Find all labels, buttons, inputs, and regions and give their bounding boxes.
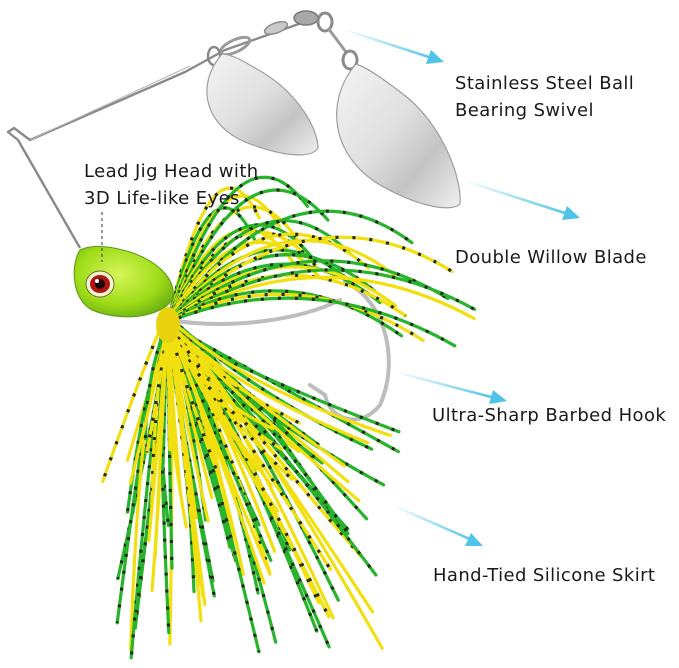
skirt-strand (166, 296, 457, 348)
skirt-strand-stripes (166, 206, 256, 323)
skirt-strand (166, 265, 398, 324)
skirt-strand-stripes (166, 262, 381, 324)
jig-head (73, 245, 174, 318)
large-willow-blade (336, 63, 461, 209)
blade-arrow (461, 178, 580, 220)
skirt-strand (166, 320, 361, 503)
skirt-strand (166, 240, 321, 324)
swivel-callout: Stainless Steel Ball Bearing Swivel (455, 70, 634, 124)
swivel-callout-line-1: Stainless Steel Ball (455, 73, 635, 94)
barbed-hook (168, 280, 391, 422)
swivel-callout-line-2: Bearing Swivel (455, 100, 594, 121)
skirt-strand-stripes (167, 273, 407, 324)
skirt-strand-stripes (165, 316, 378, 576)
hook-callout: Ultra-Sharp Barbed Hook (432, 402, 666, 429)
skirt-strand-stripes (169, 318, 340, 601)
skirt-strand-stripes (166, 321, 218, 471)
wire-upper (29, 65, 191, 141)
skirt-strand (166, 232, 370, 324)
skirt-strand-stripes (166, 223, 314, 323)
skirt-strand-stripes (167, 292, 425, 342)
skirt-strand (167, 316, 392, 437)
blade-callout-text: Double Willow Blade (455, 247, 647, 268)
skirt-collar (156, 307, 180, 343)
skirt-strand (166, 320, 333, 571)
skirt-callout: Hand-Tied Silicone Skirt (433, 562, 655, 589)
skirt-strand (166, 289, 404, 338)
jig-head-callout-line-2: 3D Life-like Eyes (84, 188, 240, 209)
skirt-strand (166, 268, 477, 324)
skirt-arrow (391, 503, 483, 546)
skirt-strand (166, 175, 310, 324)
skirt-strand-stripes (171, 318, 373, 451)
hook-arrow (394, 370, 507, 404)
silicone-skirt (101, 175, 477, 660)
swivel-arrow (344, 28, 444, 64)
blade-callout: Double Willow Blade (455, 244, 647, 271)
skirt-strand (166, 253, 377, 324)
jig-head-callout-line-1: Lead Jig Head with (84, 161, 259, 182)
skirt-strand (166, 188, 330, 324)
small-willow-blade (206, 53, 319, 156)
jig-head-callout: Lead Jig Head with 3D Life-like Eyes (84, 158, 259, 212)
skirt-callout-text: Hand-Tied Silicone Skirt (433, 565, 656, 586)
wire-arm (6, 18, 311, 249)
hook-callout-text: Ultra-Sharp Barbed Hook (432, 405, 667, 426)
